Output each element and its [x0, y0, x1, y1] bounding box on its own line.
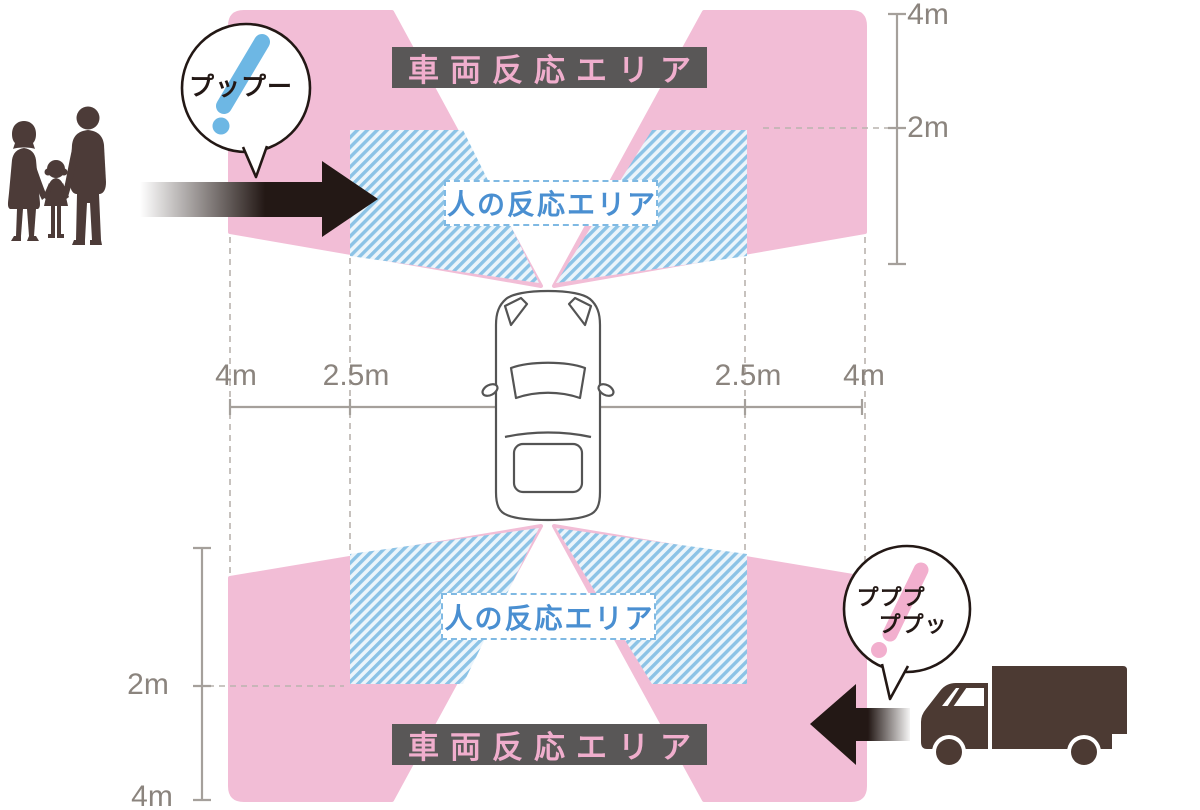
- measure-bottom-left-2m: 2m: [127, 668, 169, 701]
- car-headlight-left: [503, 296, 529, 327]
- measure-right-2-5m: 2.5m: [714, 359, 782, 392]
- pedestrian-family-silhouette: [8, 106, 106, 245]
- exclamation-blue-bar: [216, 34, 270, 114]
- pedestrian-horn-bubble: [180, 22, 312, 179]
- measure-left-2-5m: 2.5m: [322, 359, 390, 392]
- exclamation-blue-dot: [212, 117, 230, 135]
- human-area-label-top: 人の反応エリア: [444, 180, 658, 226]
- car-mirror-left: [481, 383, 499, 397]
- truck-horn-text-line2: ププッ: [878, 612, 948, 637]
- pedestrian-horn-text: プップー: [188, 73, 294, 101]
- truck-front-wheel: [936, 739, 962, 765]
- car-top-view: [481, 289, 615, 522]
- truck-rear-wheel: [1071, 739, 1097, 765]
- truck-silhouette: [921, 666, 1127, 769]
- rulers: [193, 12, 906, 802]
- vehicle-area-label-top: 車両反応エリア: [392, 47, 707, 88]
- human-area-label-bottom: 人の反応エリア: [441, 593, 656, 640]
- truck-a-pillar: [947, 687, 967, 707]
- pedestrian-approach-arrow: [140, 161, 378, 237]
- car-rear-window: [512, 442, 584, 494]
- measure-top-right-2m: 2m: [907, 111, 949, 144]
- car-headlight-right: [567, 296, 593, 327]
- car-windshield: [509, 361, 587, 400]
- measure-bottom-left-4m: 4m: [131, 780, 173, 810]
- exclamation-pink-bar: [882, 562, 929, 642]
- truck-horn-text-line1: プププ: [856, 585, 926, 610]
- measure-top-right-4m: 4m: [907, 0, 949, 31]
- measure-left-4m: 4m: [215, 359, 257, 392]
- truck-approach-arrow: [810, 684, 910, 765]
- exclamation-pink-dot: [871, 642, 887, 658]
- vehicle-area-label-bottom: 車両反応エリア: [392, 724, 707, 765]
- car-rear-deck-line: [504, 431, 592, 439]
- car-mirror-right: [597, 383, 615, 397]
- measure-right-4m: 4m: [843, 359, 885, 392]
- truck-horn-bubble: [842, 544, 972, 701]
